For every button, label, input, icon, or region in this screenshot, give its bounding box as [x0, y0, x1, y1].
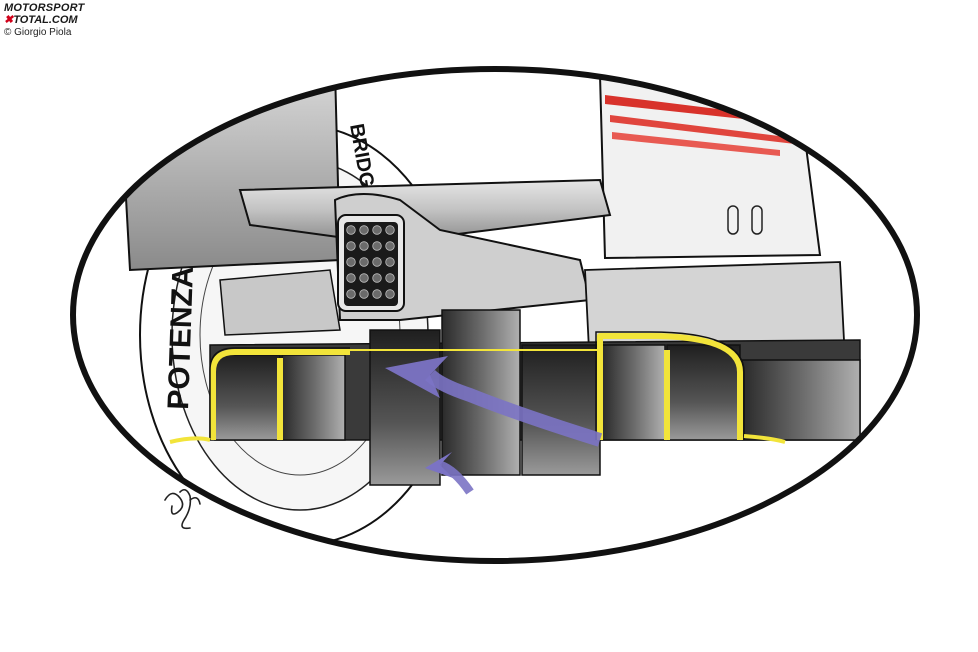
signature-icon	[164, 488, 201, 530]
rain-light-led	[372, 289, 382, 299]
rain-light-led	[346, 257, 356, 267]
rain-light-led	[385, 225, 395, 235]
rain-light-led	[359, 241, 369, 251]
rain-light-led	[346, 241, 356, 251]
diffuser-right-lip	[743, 434, 786, 444]
rain-light-led	[372, 225, 382, 235]
rain-light	[337, 214, 405, 312]
rain-light-led	[346, 289, 356, 299]
diffuser-highlight-edge	[209, 331, 745, 440]
rain-light-led	[346, 225, 356, 235]
rain-light-led	[385, 257, 395, 267]
rain-light-led	[372, 273, 382, 283]
rain-light-led	[385, 241, 395, 251]
logo-mark-icon: ✖	[4, 14, 14, 26]
detail-oval-frame	[70, 66, 920, 564]
rain-light-led	[359, 273, 369, 283]
flow-arrow-icon	[385, 356, 603, 495]
rain-light-led	[359, 257, 369, 267]
rain-light-led	[359, 225, 369, 235]
left-suspension-area	[219, 269, 341, 336]
diffuser-highlight-outline	[210, 333, 743, 440]
rain-light-led	[385, 273, 395, 283]
cover-slots	[727, 205, 763, 235]
diffuser-left-lip	[169, 436, 211, 444]
rain-light-led	[346, 273, 356, 283]
image-credit: © Giorgio Piola	[4, 27, 72, 38]
rain-light-led	[372, 257, 382, 267]
brand-block: MOTORSPORT ✖TOTAL.COM © Giorgio Piola	[4, 3, 84, 38]
rain-light-led	[385, 289, 395, 299]
rain-light-led-grid	[346, 225, 395, 299]
rain-light-led	[372, 241, 382, 251]
logo-wordmark-top: MOTORSPORT	[4, 2, 85, 14]
logo-wordmark-domain: TOTAL.COM	[13, 14, 78, 26]
logo-wordmark-bottom: ✖TOTAL.COM	[4, 15, 84, 26]
rain-light-led	[359, 289, 369, 299]
tyre-sidewall-text-potenza: POTENZA	[162, 266, 200, 410]
